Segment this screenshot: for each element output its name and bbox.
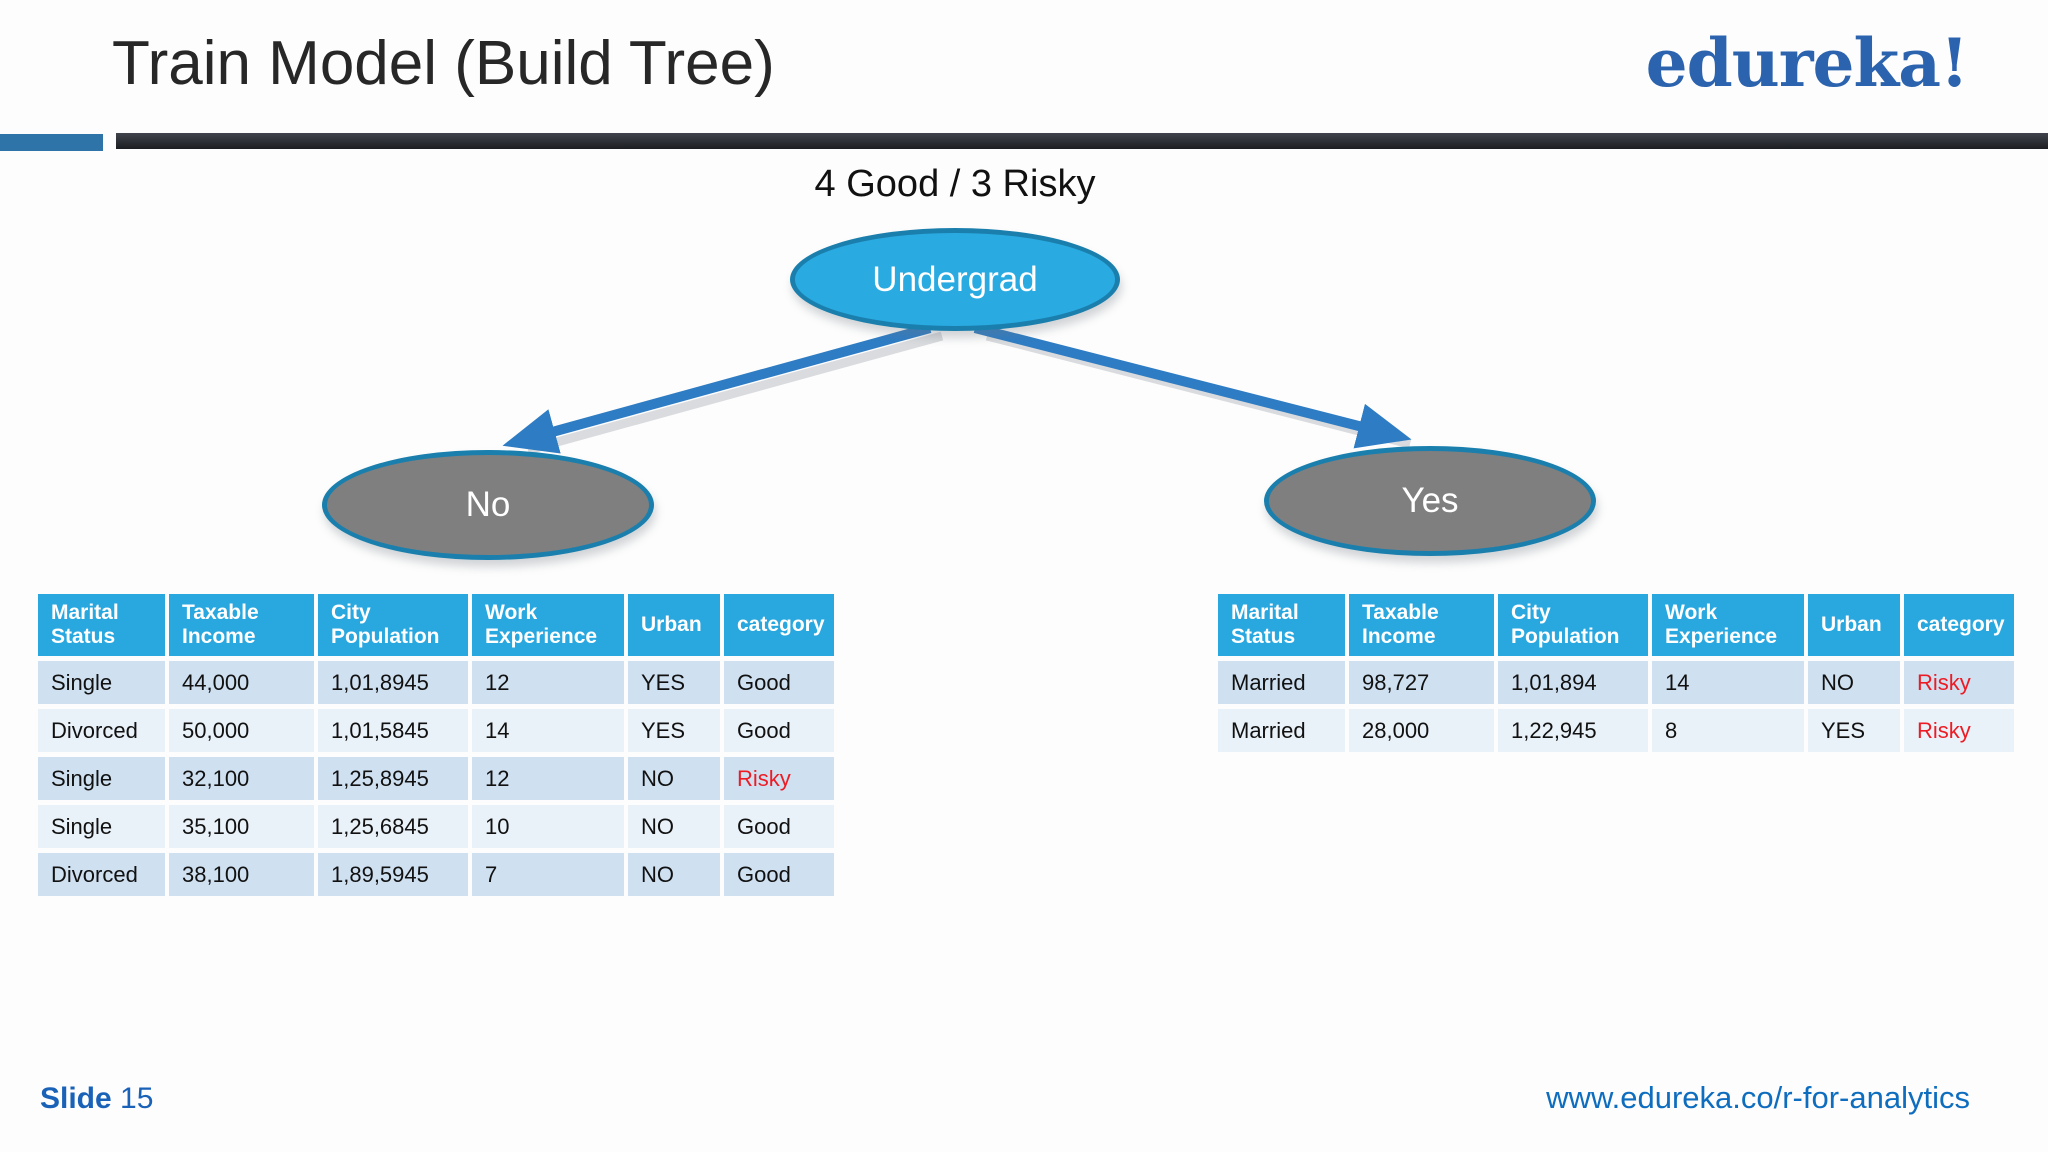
column-header: Urban [1808,594,1900,656]
table-cell: 38,100 [169,853,314,896]
column-header: Taxable Income [169,594,314,656]
table-cell: Divorced [38,853,165,896]
table-cell: 14 [1652,661,1804,704]
table-cell: 1,01,8945 [318,661,468,704]
footer-url: www.edureka.co/r-for-analytics [1546,1080,1970,1115]
edge-shadow-right [985,331,1412,449]
table-cell: 12 [472,661,624,704]
table-cell: Single [38,805,165,848]
table-cell: 1,25,8945 [318,757,468,800]
table-cell: 28,000 [1349,709,1494,752]
table-cell: NO [628,853,720,896]
table-cell: Good [724,661,834,704]
slide-number: Slide 15 [40,1082,153,1116]
column-header: category [1904,594,2014,656]
table-cell: 7 [472,853,624,896]
edge-root-to-yes [973,323,1412,449]
table-cell: 35,100 [169,805,314,848]
slide-number-value: 15 [120,1082,154,1115]
column-header: Marital Status [38,594,165,656]
table-cell: Married [1218,661,1345,704]
divider-bar [116,133,2048,149]
column-header: Work Experience [472,594,624,656]
table-cell: Good [724,805,834,848]
tree-node-undergrad-label: Undergrad [872,259,1038,299]
tree-node-yes: Yes [1264,446,1596,556]
accent-bar-blue [0,134,103,151]
table-cell: 1,22,945 [1498,709,1648,752]
table-cell: 14 [472,709,624,752]
slide-number-label: Slide [40,1082,112,1115]
table-cell: 98,727 [1349,661,1494,704]
table-cell: 1,01,894 [1498,661,1648,704]
column-header: category [724,594,834,656]
column-header: City Population [318,594,468,656]
edge-root-to-no [502,323,932,454]
table-cell: 8 [1652,709,1804,752]
table-cell: Risky [1904,661,2014,704]
table-cell: Risky [1904,709,2014,752]
table-cell: 10 [472,805,624,848]
table-cell: Good [724,853,834,896]
table-cell: 1,89,5945 [318,853,468,896]
tree-node-no-label: No [465,485,511,524]
tree-node-no: No [322,450,654,560]
column-header: Taxable Income [1349,594,1494,656]
root-node-annotation: 4 Good / 3 Risky [814,163,1096,205]
table-cell: NO [628,757,720,800]
table-cell: Single [38,757,165,800]
table-cell: 1,25,6845 [318,805,468,848]
edureka-logo: edureka! [1645,24,1969,102]
table-cell: 32,100 [169,757,314,800]
tree-node-yes-label: Yes [1401,481,1459,520]
table-cell: NO [628,805,720,848]
column-header: City Population [1498,594,1648,656]
table-cell: YES [1808,709,1900,752]
table-cell: NO [1808,661,1900,704]
tree-node-undergrad: Undergrad [790,228,1120,331]
column-header: Urban [628,594,720,656]
table-cell: 12 [472,757,624,800]
table-cell: Risky [724,757,834,800]
edge-shadow-left [526,331,944,455]
table-cell: 44,000 [169,661,314,704]
table-cell: Good [724,709,834,752]
column-header: Marital Status [1218,594,1345,656]
page-title: Train Model (Build Tree) [112,29,775,98]
table-cell: 1,01,5845 [318,709,468,752]
table-cell: YES [628,661,720,704]
column-header: Work Experience [1652,594,1804,656]
table-cell: Divorced [38,709,165,752]
table-cell: Single [38,661,165,704]
table-cell: YES [628,709,720,752]
table-cell: Married [1218,709,1345,752]
table-cell: 50,000 [169,709,314,752]
